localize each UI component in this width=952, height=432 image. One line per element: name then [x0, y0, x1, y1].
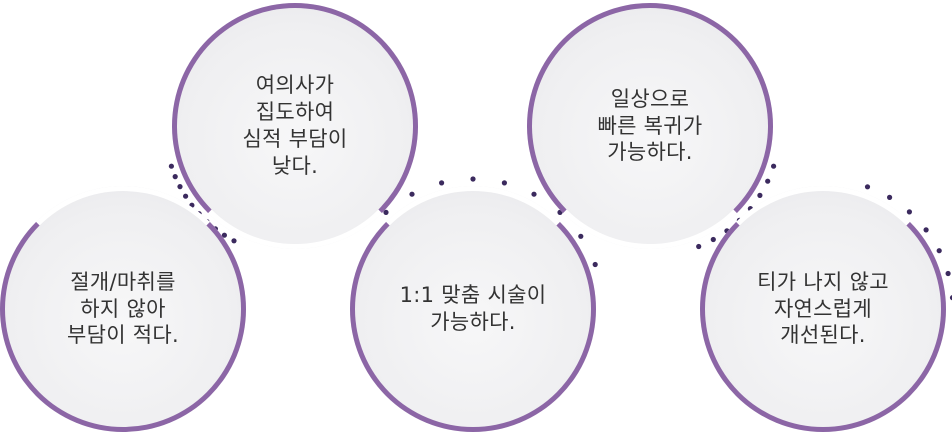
connector-dot [887, 194, 893, 200]
connector-dot [177, 184, 183, 190]
connector-dot [383, 209, 389, 215]
benefit-circle-ring [172, 3, 418, 249]
benefit-circle-5: 티가 나지 않고 자연스럽게 개선된다. [700, 186, 946, 432]
connector-dot [936, 248, 942, 254]
connector-dot [923, 227, 929, 233]
connector-dot [501, 180, 507, 186]
connector-dot [771, 163, 777, 169]
connector-dot [439, 180, 445, 186]
connector-dot [231, 238, 237, 244]
benefit-text-1: 절개/마취를 하지 않아 부담이 적다. [66, 269, 180, 348]
connector-dot [696, 243, 702, 250]
benefit-text-5: 티가 나지 않고 자연스럽게 개선된다. [757, 269, 889, 348]
benefit-circle-ring [527, 3, 773, 249]
connector-dot [470, 176, 476, 182]
connector-dot [757, 192, 763, 198]
benefit-text-2: 여의사가 집도하여 심적 부담이 낮다. [242, 73, 348, 178]
connector-dot [168, 163, 174, 169]
connector-dot [592, 261, 598, 268]
connector-dot [183, 193, 189, 199]
connector-dot [172, 174, 178, 180]
connector-dot [765, 178, 771, 184]
connector-dot [906, 209, 913, 215]
benefit-circle-3: 1:1 맞춤 시술이 가능하다. [350, 186, 596, 432]
benefit-text-4: 일상으로 빠른 복귀가 가능하다. [597, 86, 703, 165]
benefit-circle-1: 절개/마취를 하지 않아 부담이 적다. [0, 186, 246, 432]
connector-dot [221, 232, 227, 238]
connector-dot [710, 236, 716, 243]
benefit-circle-2: 여의사가 집도하여 심적 부담이 낮다. [172, 3, 418, 249]
connector-dot [409, 191, 415, 197]
connector-dot [949, 295, 952, 301]
connector-dot [945, 270, 951, 277]
connector-dot [864, 184, 871, 190]
benefit-circle-4: 일상으로 빠른 복귀가 가능하다. [527, 3, 773, 249]
benefit-text-3: 1:1 맞춤 시술이 가능하다. [399, 283, 547, 334]
connector-dot [531, 191, 537, 197]
connector-dot [578, 233, 584, 239]
